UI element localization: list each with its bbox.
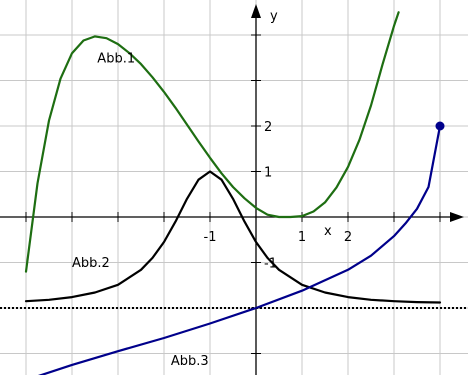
y-tick-label: 1 — [264, 166, 272, 181]
curve-abb-1 — [24, 11, 400, 273]
x-tick-label: -1 — [204, 230, 217, 245]
curve-abb-2 — [24, 170, 442, 304]
y-axis-arrow — [251, 4, 261, 18]
x-axis-arrow — [450, 212, 464, 222]
x-tick-label: 2 — [344, 230, 352, 245]
series-label: Abb.1 — [97, 51, 135, 66]
x-tick-label: 1 — [298, 230, 306, 245]
y-tick-label: -1 — [264, 257, 277, 272]
curve-abb-3 — [37, 124, 442, 375]
y-axis-label: y — [270, 9, 278, 24]
axes — [0, 4, 464, 375]
curves — [24, 11, 445, 375]
series-label: Abb.2 — [72, 256, 110, 271]
x-axis-label: x — [324, 224, 332, 239]
series-label: Abb.3 — [171, 354, 209, 369]
y-tick-label: 2 — [264, 120, 272, 135]
endpoint-marker — [435, 121, 445, 131]
